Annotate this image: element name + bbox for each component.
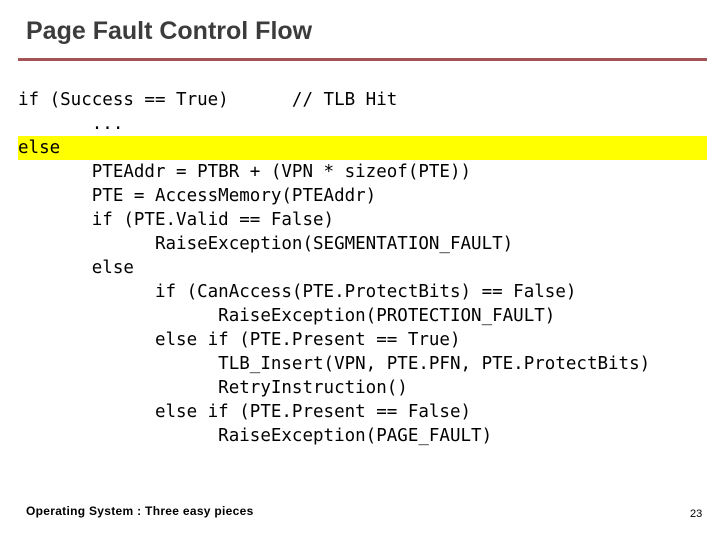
footer-label: Operating System : Three easy pieces (26, 504, 254, 518)
code-line-text: TLB_Insert(VPN, PTE.PFN, PTE.ProtectBits… (18, 354, 651, 374)
page-title: Page Fault Control Flow (26, 17, 313, 45)
code-line-text: else (18, 258, 134, 278)
slide-number: 23 (690, 508, 703, 520)
code-line-text: if (PTE.Valid == False) (18, 210, 335, 230)
code-block: if (Success == True) // TLB Hit ... else … (18, 88, 707, 448)
code-line: if (PTE.Valid == False) (18, 208, 707, 232)
code-line-text: ... (18, 114, 124, 134)
code-line-highlighted: else (18, 136, 707, 160)
code-line-text: RaiseException(SEGMENTATION_FAULT) (18, 234, 514, 254)
code-line-text: else (18, 138, 61, 158)
code-line: RetryInstruction() (18, 376, 707, 400)
code-line-text: else if (PTE.Present == False) (18, 402, 472, 422)
code-line-text: PTEAddr = PTBR + (VPN * sizeof(PTE)) (18, 162, 472, 182)
code-line: RaiseException(PROTECTION_FAULT) (18, 304, 707, 328)
code-line-text: RetryInstruction() (18, 378, 408, 398)
code-line: if (Success == True) // TLB Hit (18, 88, 707, 112)
code-line: else if (PTE.Present == True) (18, 328, 707, 352)
code-line: else if (PTE.Present == False) (18, 400, 707, 424)
code-line-text: if (Success == True) // TLB Hit (18, 90, 398, 110)
code-line-text: PTE = AccessMemory(PTEAddr) (18, 186, 377, 206)
code-line: RaiseException(PAGE_FAULT) (18, 424, 707, 448)
code-line-text: RaiseException(PAGE_FAULT) (18, 426, 493, 446)
code-line: RaiseException(SEGMENTATION_FAULT) (18, 232, 707, 256)
code-line: if (CanAccess(PTE.ProtectBits) == False) (18, 280, 707, 304)
code-line: PTEAddr = PTBR + (VPN * sizeof(PTE)) (18, 160, 707, 184)
code-line: TLB_Insert(VPN, PTE.PFN, PTE.ProtectBits… (18, 352, 707, 376)
code-line-text: else if (PTE.Present == True) (18, 330, 461, 350)
code-line: PTE = AccessMemory(PTEAddr) (18, 184, 707, 208)
code-line-text: RaiseException(PROTECTION_FAULT) (18, 306, 556, 326)
code-line-text: if (CanAccess(PTE.ProtectBits) == False) (18, 282, 577, 302)
code-line: ... (18, 112, 707, 136)
title-divider (18, 58, 707, 61)
code-line: else (18, 256, 707, 280)
